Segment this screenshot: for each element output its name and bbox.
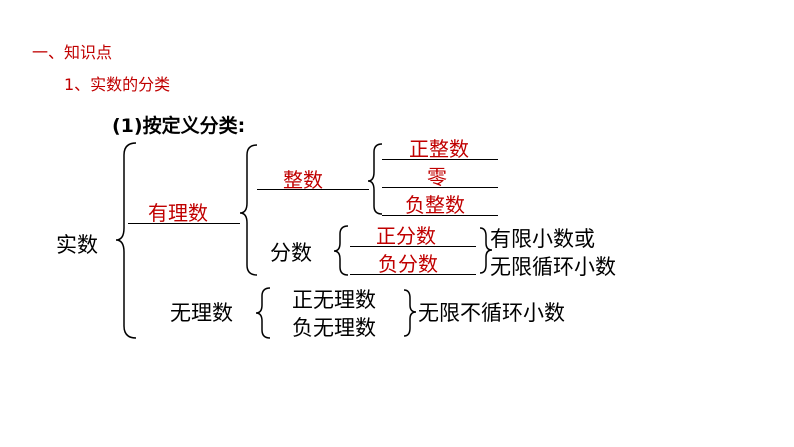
blank-line-rational [128,223,240,224]
label-irrational-number: 无理数 [170,301,233,325]
answer-rational-number: 有理数 [148,201,208,225]
answer-negative-integer: 负整数 [405,193,465,217]
blank-line-positive-integer [382,159,498,160]
answer-negative-fraction: 负分数 [378,252,438,276]
root-real-number: 实数 [56,233,98,257]
note-finite-decimal: 有限小数或 [490,227,595,251]
note-repeating-decimal: 无限循环小数 [490,255,616,279]
note-non-repeating-decimal: 无限不循环小数 [418,301,565,325]
brace-irrational-note [403,289,417,337]
diagram-caption: (1)按定义分类: [112,115,246,137]
item-positive-irrational: 正无理数 [292,288,376,312]
blank-line-zero [382,187,498,188]
blank-line-negative-integer [382,215,498,216]
answer-positive-fraction: 正分数 [376,224,436,248]
brace-fraction [333,225,349,276]
item-negative-irrational: 负无理数 [292,316,376,340]
brace-irrational-number [255,287,271,339]
brace-rational-number [239,144,258,276]
section-heading: 一、知识点 [32,43,113,62]
blank-line-positive-fraction [350,246,476,247]
section-subheading: 1、实数的分类 [64,75,171,94]
blank-line-negative-fraction [350,274,476,275]
answer-positive-integer: 正整数 [409,137,469,161]
brace-real-number [115,142,137,339]
blank-line-integer [257,189,369,190]
label-fraction: 分数 [270,241,312,265]
answer-zero: 零 [427,165,447,189]
brace-fraction-note [479,227,493,274]
brace-integer [367,143,383,215]
answer-integer: 整数 [283,168,323,192]
